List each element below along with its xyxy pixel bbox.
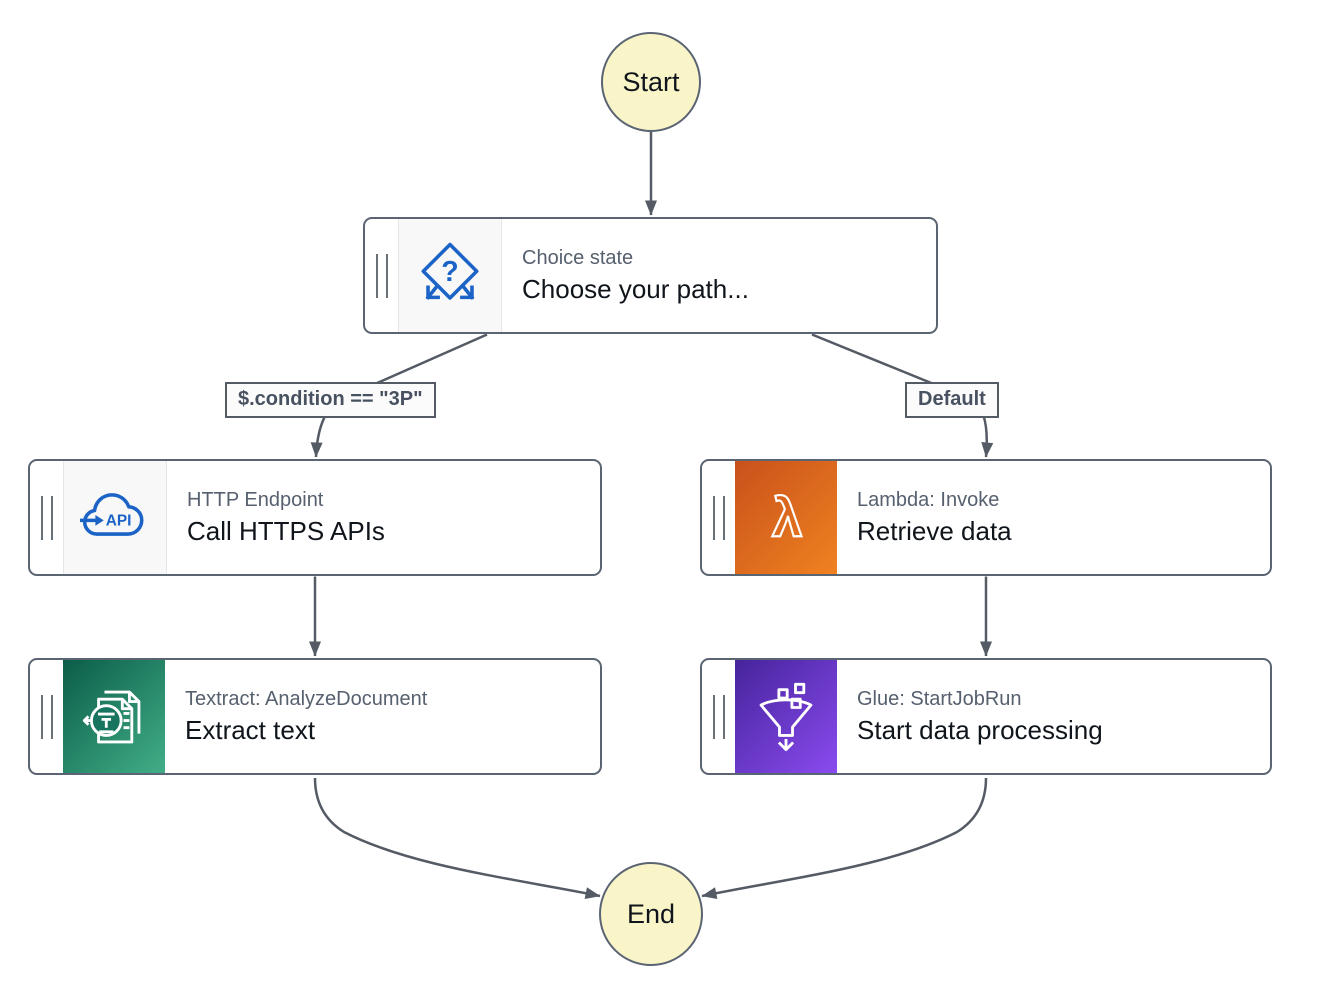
question-glyph: ? [441,255,458,287]
edge-textract-to-end [313,777,601,900]
start-state: Start [601,32,701,132]
textract-icon [63,660,165,773]
api-glyph: API [106,512,132,529]
state-node-lambda-invoke[interactable]: λ Lambda: Invoke Retrieve data [700,459,1272,576]
edge-glue-to-end [701,777,988,900]
state-node-choice[interactable]: ? Choice state Choose your path... [363,217,938,334]
lambda-glyph: λ [772,486,802,547]
drag-handle[interactable] [702,660,735,773]
node-subtitle: Call HTTPS APIs [187,515,385,546]
drag-handle[interactable] [30,461,63,574]
drag-handle[interactable] [702,461,735,574]
node-subtitle: Retrieve data [857,515,1012,546]
choice-icon: ? [398,219,502,332]
http-api-icon: API [63,461,167,574]
state-node-textract[interactable]: Textract: AnalyzeDocument Extract text [28,658,602,775]
node-title: Lambda: Invoke [857,488,1000,511]
node-subtitle: Choose your path... [522,273,749,304]
node-title: Glue: StartJobRun [857,687,1022,710]
edge-label-condition: $.condition == "3P" [225,382,436,418]
drag-handle[interactable] [30,660,63,773]
end-state: End [599,862,703,966]
lambda-icon: λ [735,461,837,574]
state-node-glue[interactable]: Glue: StartJobRun Start data processing [700,658,1272,775]
start-label: Start [622,66,680,97]
drag-handle[interactable] [365,219,398,332]
node-title: HTTP Endpoint [187,488,324,511]
state-node-http-endpoint[interactable]: API HTTP Endpoint Call HTTPS APIs [28,459,602,576]
node-subtitle: Extract text [185,714,316,745]
node-title: Textract: AnalyzeDocument [185,687,428,710]
end-label: End [626,898,676,929]
node-title: Choice state [522,246,634,269]
edge-label-default: Default [905,382,999,418]
node-subtitle: Start data processing [857,714,1103,745]
glue-icon [735,660,837,773]
